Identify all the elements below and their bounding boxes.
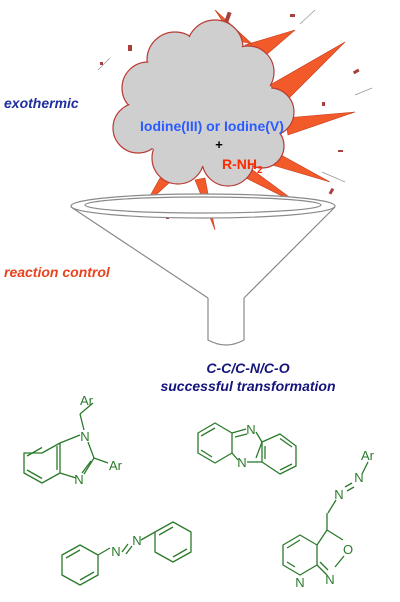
iodine-reagent-label: Iodine(III) or Iodine(V) <box>140 118 284 134</box>
isoxazolopyridine-n-azo1: N <box>334 487 343 502</box>
azobenzene-n2: N <box>132 533 141 548</box>
pyrido-n-top: N <box>246 422 255 437</box>
funnel-rim-inner <box>84 196 322 214</box>
cloud-fill <box>114 21 293 185</box>
isoxazolopyridine-o: O <box>343 542 353 557</box>
benzimidazole-ar-top: Ar <box>80 393 94 408</box>
benzimidazole-n3: N <box>74 472 83 487</box>
benzimidazole-ar-right: Ar <box>109 458 123 473</box>
isoxazolopyridine-n-azo2: N <box>354 470 363 485</box>
isoxazolopyridine-ar: Ar <box>361 448 375 463</box>
funnel-stem <box>207 298 245 346</box>
outcome-line-2: successful transformation <box>160 378 335 394</box>
pyrido-benzene-ring <box>261 433 297 475</box>
azobenzene-ring-right <box>154 521 192 563</box>
exothermic-label: exothermic <box>4 95 79 111</box>
plus-sign: + <box>215 137 223 152</box>
structure-pyridobenzimidazole <box>197 422 297 475</box>
azobenzene-n1: N <box>111 544 120 559</box>
funnel-body <box>70 206 336 299</box>
structure-isoxazolopyridine <box>282 461 369 576</box>
isoxazolopyridine-n-pyr: N <box>295 575 304 590</box>
structure-benzimidazole <box>23 402 109 484</box>
benzimidazole-n1: N <box>80 429 89 444</box>
amine-subscript: 2 <box>257 165 263 176</box>
pyrido-n-bridge: N <box>237 455 246 470</box>
isoxazolopyridine-n-ring: N <box>325 572 334 587</box>
funnel <box>70 193 336 346</box>
pyrido-ring <box>197 422 233 464</box>
amine-main: R-NH <box>222 156 257 172</box>
azobenzene-ring-left <box>61 544 99 586</box>
benzimidazole-benzene-ring <box>23 442 61 484</box>
reaction-control-label: reaction control <box>4 264 111 280</box>
outcome-line-1: C-C/C-N/C-O <box>206 360 289 376</box>
amine-reagent-label: R-NH2 <box>222 156 263 176</box>
isoxazolopyridine-pyridine-ring <box>282 534 318 576</box>
structure-azobenzene <box>61 521 192 586</box>
